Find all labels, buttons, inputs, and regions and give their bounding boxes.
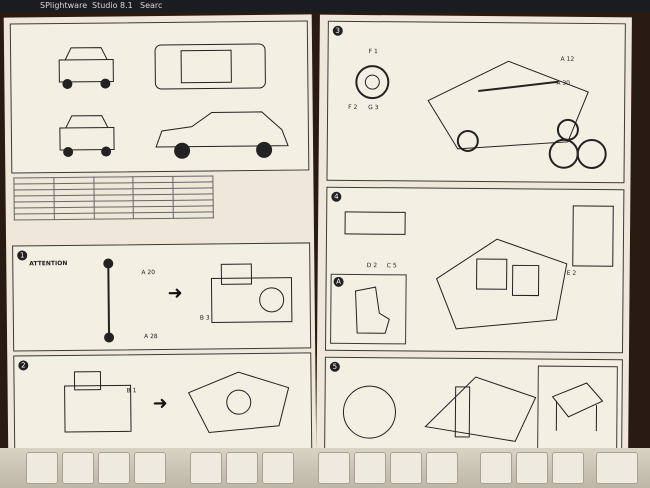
- body-panel-sketch: [424, 376, 537, 442]
- part-label: C 5: [386, 262, 397, 270]
- interior-tub-sketch: [436, 238, 568, 330]
- keyboard-key: [226, 452, 258, 484]
- part-label: B 3: [199, 314, 210, 322]
- keyboard-key: [318, 452, 350, 484]
- window-frame-sketch: [551, 382, 604, 432]
- step-4-panel: 4 A C 5 D 2 E 2: [324, 186, 625, 354]
- right-page: 3 F 1 F 2 G 3 A 12 A 30 4: [316, 14, 632, 458]
- keyboard-key: [354, 452, 386, 484]
- keyboard: [0, 448, 650, 488]
- engine-block-sketch: [64, 371, 132, 433]
- keyboard-key: [390, 452, 422, 484]
- keyboard-key: [62, 452, 94, 484]
- dashboard-sketch: [344, 211, 406, 235]
- keyboard-key: [552, 452, 584, 484]
- keyboard-key: [262, 452, 294, 484]
- arrow-icon: ➜: [167, 282, 183, 304]
- part-label: D 2: [366, 262, 378, 270]
- rear-wheel-sketch: [548, 138, 607, 170]
- step-2-panel: 2 ➜ B 1: [13, 352, 313, 454]
- step-number: 4: [331, 191, 342, 202]
- step-number: 1: [17, 250, 28, 261]
- part-label: A 28: [144, 333, 158, 341]
- keyboard-key: [596, 452, 638, 484]
- keyboard-key: [516, 452, 548, 484]
- keyboard-key: [134, 452, 166, 484]
- detail-circle-sketch: [342, 385, 396, 439]
- keyboard-key: [480, 452, 512, 484]
- paint-table: [13, 175, 214, 221]
- steering-column-sketch: [103, 258, 115, 343]
- part-label: B 1: [126, 387, 137, 395]
- wheel-sketch: [355, 65, 390, 100]
- step-5-panel: 5: [324, 356, 623, 456]
- left-page: 1 ATTENTION ➜ A 20 A 28 B 3 2 ➜: [3, 14, 317, 458]
- taskbar-item[interactable]: Studio 8.1: [92, 1, 133, 10]
- car-rear-view: [59, 115, 115, 157]
- gearbox-sketch: [187, 371, 290, 434]
- step-number: 2: [18, 360, 29, 371]
- car-top-view: [154, 43, 266, 90]
- keyboard-key: [98, 452, 130, 484]
- part-label: F 2: [348, 103, 358, 111]
- taskbar-item[interactable]: Searc: [140, 1, 163, 10]
- arrow-icon: ➜: [152, 392, 168, 415]
- taskbar: SPlightware Studio 8.1 Searc: [0, 0, 650, 12]
- step-1-panel: 1 ATTENTION ➜ A 20 A 28 B 3: [12, 242, 312, 352]
- part-label: F 1: [368, 48, 378, 56]
- seat-sketch: [354, 286, 390, 334]
- part-label: A 12: [560, 55, 575, 63]
- keyboard-key: [190, 452, 222, 484]
- car-views-panel: [9, 20, 310, 174]
- rear-seat-sketch: [572, 205, 614, 267]
- step-number: A: [333, 276, 344, 287]
- keyboard-key: [26, 452, 58, 484]
- car-front-view: [58, 47, 114, 89]
- keyboard-key: [426, 452, 458, 484]
- seat-inset-panel: A: [330, 273, 407, 345]
- instruction-sheet-photo: 1 ATTENTION ➜ A 20 A 28 B 3 2 ➜: [0, 12, 650, 488]
- engine-assembly-sketch: [210, 263, 293, 323]
- car-side-view: [155, 111, 289, 159]
- attention-label: ATTENTION: [29, 259, 68, 268]
- window-inset-panel: [537, 365, 618, 451]
- part-label: E 2: [566, 269, 577, 277]
- taskbar-item[interactable]: SPlightware: [40, 1, 88, 10]
- part-label: A 30: [556, 79, 571, 87]
- part-label: G 3: [368, 104, 379, 112]
- step-number: 3: [332, 25, 343, 36]
- part-label: A 20: [141, 269, 156, 277]
- step-3-panel: 3 F 1 F 2 G 3 A 12 A 30: [326, 20, 626, 184]
- step-number: 5: [329, 361, 340, 372]
